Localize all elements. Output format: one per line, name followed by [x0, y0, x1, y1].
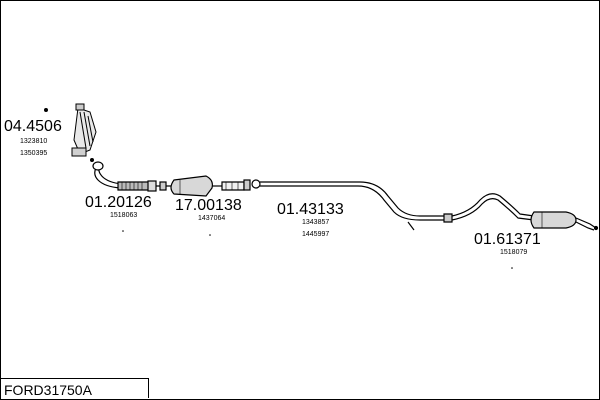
part-reference-label: 1445997	[302, 231, 330, 238]
marker-dot	[511, 267, 513, 269]
part-reference-label: 1350395	[20, 150, 48, 157]
marker-dot	[122, 230, 124, 232]
part-reference-label: 1518063	[110, 212, 138, 219]
catalytic-converter-front	[44, 103, 97, 162]
diagram-reference-box: FORD31750A	[0, 378, 149, 398]
part-reference-label: 1343857	[302, 219, 330, 226]
part-reference-label: 1323810	[20, 138, 48, 145]
front-pipe	[92, 161, 157, 192]
middle-catalytic-converter	[156, 175, 261, 197]
part-number-label: 01.43133	[277, 201, 344, 218]
intermediate-pipe	[260, 181, 453, 231]
part-number-label: 01.20126	[85, 194, 152, 211]
marker-dot	[209, 234, 211, 236]
part-number-label: 17.00138	[175, 197, 242, 214]
part-number-label: 04.4506	[4, 118, 62, 135]
diagram-reference-code: FORD31750A	[4, 382, 92, 398]
part-number-label: 01.61371	[474, 231, 541, 248]
part-reference-label: 1518079	[500, 249, 528, 256]
rear-silencer	[451, 193, 599, 231]
part-reference-label: 1437064	[198, 215, 226, 222]
